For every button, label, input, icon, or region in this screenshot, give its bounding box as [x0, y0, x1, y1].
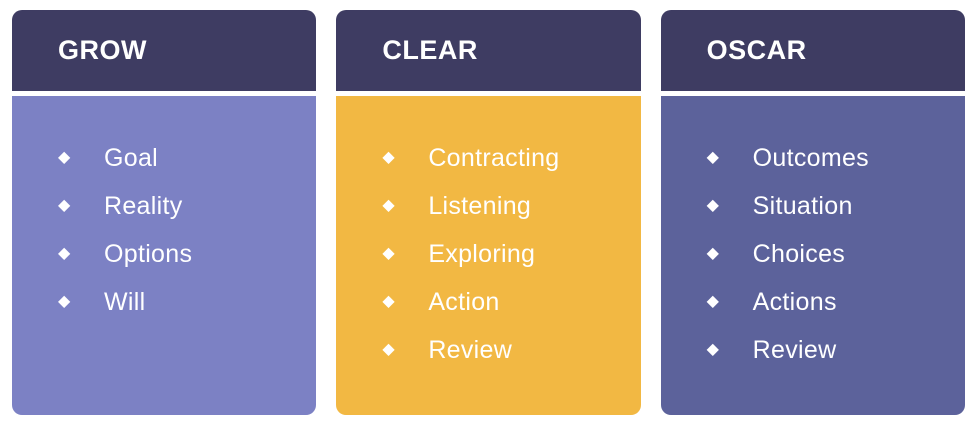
- item-label: Contracting: [428, 143, 560, 172]
- diamond-bullet-icon: ◆: [58, 293, 71, 310]
- diamond-bullet-icon: ◆: [58, 197, 71, 214]
- list-item: ◆ Exploring: [382, 230, 632, 278]
- diamond-bullet-icon: ◆: [382, 197, 395, 214]
- list-item: ◆ Reality: [58, 182, 308, 230]
- list-item: ◆ Review: [707, 326, 957, 374]
- item-label: Choices: [752, 239, 846, 268]
- diamond-bullet-icon: ◆: [706, 293, 719, 310]
- diamond-bullet-icon: ◆: [706, 341, 719, 358]
- item-label: Goal: [104, 143, 159, 172]
- item-label: Will: [104, 287, 146, 316]
- list-item: ◆ Options: [58, 230, 308, 278]
- diamond-bullet-icon: ◆: [706, 197, 719, 214]
- diamond-bullet-icon: ◆: [706, 149, 719, 166]
- item-label: Review: [428, 335, 513, 364]
- list-item: ◆ Review: [382, 326, 632, 374]
- list-item: ◆ Action: [382, 278, 632, 326]
- item-label: Outcomes: [752, 143, 869, 172]
- card-oscar-body: ◆ Outcomes ◆ Situation ◆ Choices ◆ Actio…: [660, 96, 965, 415]
- card-clear-title: CLEAR: [382, 35, 478, 65]
- item-label: Action: [428, 287, 500, 316]
- card-clear: CLEAR ◆ Contracting ◆ Listening ◆ Explor…: [336, 10, 641, 415]
- card-oscar: OSCAR ◆ Outcomes ◆ Situation ◆ Choices: [660, 10, 965, 415]
- diamond-bullet-icon: ◆: [58, 245, 71, 262]
- diamond-bullet-icon: ◆: [382, 245, 395, 262]
- card-clear-body: ◆ Contracting ◆ Listening ◆ Exploring ◆ …: [336, 96, 641, 415]
- item-label: Options: [104, 239, 193, 268]
- diamond-bullet-icon: ◆: [382, 149, 395, 166]
- list-item: ◆ Situation: [707, 182, 957, 230]
- diamond-bullet-icon: ◆: [382, 293, 395, 310]
- card-oscar-header: OSCAR: [660, 10, 965, 91]
- item-label: Actions: [752, 287, 837, 316]
- list-item: ◆ Outcomes: [707, 134, 957, 182]
- item-label: Listening: [428, 191, 532, 220]
- item-label: Exploring: [428, 239, 536, 268]
- list-item: ◆ Actions: [707, 278, 957, 326]
- card-oscar-title: OSCAR: [706, 35, 807, 65]
- card-grow: GROW ◆ Goal ◆ Reality ◆ Options: [12, 10, 317, 415]
- item-label: Situation: [752, 191, 853, 220]
- list-item: ◆ Contracting: [382, 134, 632, 182]
- card-oscar-item-list: ◆ Outcomes ◆ Situation ◆ Choices ◆ Actio…: [707, 134, 957, 374]
- diamond-bullet-icon: ◆: [706, 245, 719, 262]
- card-grow-item-list: ◆ Goal ◆ Reality ◆ Options ◆ Will: [58, 134, 308, 326]
- diamond-bullet-icon: ◆: [382, 341, 395, 358]
- item-label: Reality: [104, 191, 183, 220]
- card-grow-header: GROW: [12, 10, 317, 91]
- card-grow-title: GROW: [58, 35, 147, 65]
- card-clear-header: CLEAR: [336, 10, 641, 91]
- list-item: ◆ Listening: [382, 182, 632, 230]
- list-item: ◆ Goal: [58, 134, 308, 182]
- diamond-bullet-icon: ◆: [58, 149, 71, 166]
- cards-row: GROW ◆ Goal ◆ Reality ◆ Options: [12, 10, 965, 415]
- list-item: ◆ Choices: [707, 230, 957, 278]
- item-label: Review: [752, 335, 837, 364]
- card-grow-body: ◆ Goal ◆ Reality ◆ Options ◆ Will: [12, 96, 317, 415]
- card-clear-item-list: ◆ Contracting ◆ Listening ◆ Exploring ◆ …: [382, 134, 632, 374]
- list-item: ◆ Will: [58, 278, 308, 326]
